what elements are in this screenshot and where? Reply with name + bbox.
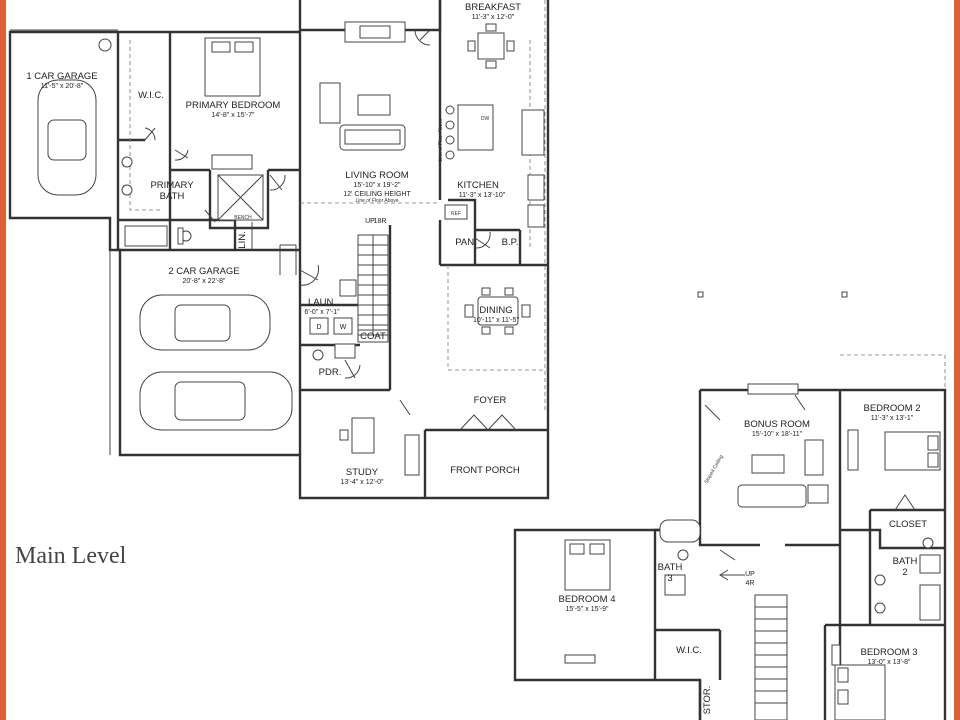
room-label-storage: STOR.: [702, 686, 713, 715]
room-dim-bedroom3: 13'-0" x 13'-8": [867, 659, 911, 666]
coat-closet-box: [357, 329, 389, 343]
room-label-garage1: 1 CAR GARAGE: [26, 71, 97, 82]
upper-level-fixtures: [564, 383, 941, 720]
stair-up-main: UP: [365, 218, 375, 225]
room-dim-dining: 10'-11" x 11'-5": [473, 317, 519, 324]
porch-posts: [697, 291, 848, 298]
room-label-wic-upper: W.I.C.: [676, 645, 702, 656]
frame-border-left: [0, 0, 6, 720]
room-dim-garage1: 11'-5" x 20'-8": [41, 83, 84, 90]
room-num-bath3: 3: [667, 573, 672, 584]
room-dim-bedroom2: 11'-3" x 13'-1": [871, 415, 914, 422]
room-dim-bedroom4: 15'-5" x 15'-9": [565, 606, 609, 613]
room-dim-kitchen: 11'-3" x 13'-10": [459, 192, 506, 199]
room-label-bedroom4: BEDROOM 4: [558, 594, 615, 605]
room-label-bath3: BATH: [658, 562, 683, 573]
room-label-foyer: FOYER: [474, 395, 507, 406]
main-level-walls: [8, 0, 550, 500]
stair-riser-main: 18R: [374, 218, 387, 225]
room-dim-breakfast: 11'-3" x 12'-0": [472, 14, 515, 21]
main-level-dashed-lines: [129, 0, 548, 410]
room-label-bedroom2: BEDROOM 2: [863, 403, 920, 414]
dishwasher-label: DW: [481, 116, 490, 122]
main-level-doors: [144, 29, 517, 431]
room-label-closet: CLOSET: [889, 519, 927, 530]
level-title: Main Level: [15, 543, 127, 569]
room-label-powder: PDR.: [319, 367, 342, 378]
main-level-fixtures: [37, 21, 545, 476]
room-label-laundry: LAUN.: [308, 297, 336, 308]
room-dim-laundry: 6'-0" x 7'-1": [304, 309, 340, 316]
bench-label: BENCH: [234, 215, 252, 221]
room-label-bedroom3: BEDROOM 3: [860, 647, 917, 658]
room-dim-primary-bedroom: 14'-8" x 15'-7": [211, 112, 255, 119]
room-label-pantry: PAN.: [455, 237, 476, 248]
room-label-front-porch: FRONT PORCH: [450, 465, 520, 476]
room-label-linen: LIN.: [237, 231, 248, 248]
ref-label: REF: [451, 211, 461, 217]
laundry-washer-label: W: [340, 324, 347, 331]
stair-riser-upper: 4R: [746, 580, 755, 587]
room-label-coat: COAT: [360, 331, 386, 342]
stair-up-upper: UP: [745, 571, 755, 578]
room-dim-study: 13'-4" x 12'-0": [340, 479, 384, 486]
note-sloped-ceiling: Sloped Ceiling: [703, 454, 724, 485]
room-label-butler-pantry: B.P.: [502, 237, 519, 248]
frame-border-right: [954, 0, 960, 720]
car-icon: [139, 371, 293, 431]
note-kitchen-line-floor-above: Line of Floor Above: [438, 118, 444, 161]
car-icon: [139, 294, 271, 351]
room-label-primary-bath-2: BATH: [160, 191, 185, 202]
upper-level-labels: BONUS ROOM 15'-10" x 18'-11" Sloped Ceil…: [558, 403, 927, 714]
room-label-wic-primary: W.I.C.: [138, 90, 164, 101]
room-label-bath2: BATH: [893, 556, 918, 567]
room-label-kitchen: KITCHEN: [457, 180, 499, 191]
room-label-primary-bath: PRIMARY: [150, 180, 194, 191]
room-label-dining: DINING: [479, 305, 512, 316]
room-label-primary-bedroom: PRIMARY BEDROOM: [186, 100, 281, 111]
note-line-of-floor-above: Line of Floor Above: [355, 198, 398, 204]
main-level-labels: BREAKFAST 11'-3" x 12'-0" 1 CAR GARAGE 1…: [15, 2, 521, 569]
room-num-bath2: 2: [902, 567, 907, 578]
room-dim-bonus-room: 15'-10" x 18'-11": [752, 431, 803, 438]
room-label-bonus-room: BONUS ROOM: [744, 419, 810, 430]
room-label-garage2: 2 CAR GARAGE: [168, 266, 239, 277]
room-note-living-room: 12' CEILING HEIGHT: [343, 191, 411, 198]
room-label-living-room: LIVING ROOM: [345, 170, 408, 181]
room-label-study: STUDY: [346, 467, 379, 478]
room-label-breakfast: BREAKFAST: [465, 2, 521, 13]
laundry-dryer-label: D: [316, 324, 321, 331]
car-icon: [37, 79, 97, 196]
room-dim-garage2: 20'-8" x 22'-8": [182, 278, 226, 285]
room-dim-living-room: 15'-10" x 19'-2": [354, 182, 401, 189]
